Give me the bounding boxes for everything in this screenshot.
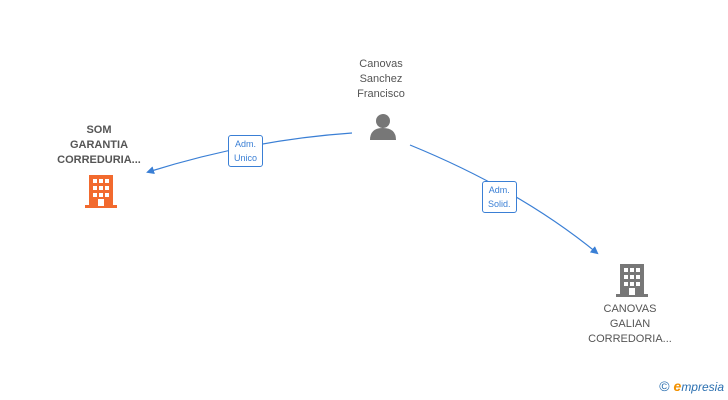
person-name[interactable]: Canovas Sanchez Francisco bbox=[357, 58, 405, 100]
brand-logo: empresia bbox=[673, 378, 724, 394]
empresia-watermark: © empresia bbox=[659, 378, 724, 394]
person-icon[interactable] bbox=[368, 112, 398, 140]
copyright-icon: © bbox=[659, 378, 670, 394]
edge-label-adm-unico: Adm. Unico bbox=[228, 135, 264, 167]
building-icon[interactable] bbox=[85, 174, 117, 208]
building-icon[interactable] bbox=[616, 263, 648, 297]
company-canovas-name[interactable]: CANOVAS GALIAN CORREDORIA... bbox=[588, 303, 672, 345]
edge-label-adm-solid: Adm. Solid. bbox=[482, 181, 517, 213]
company-som-name[interactable]: SOM GARANTIA CORREDURIA... bbox=[57, 124, 141, 166]
